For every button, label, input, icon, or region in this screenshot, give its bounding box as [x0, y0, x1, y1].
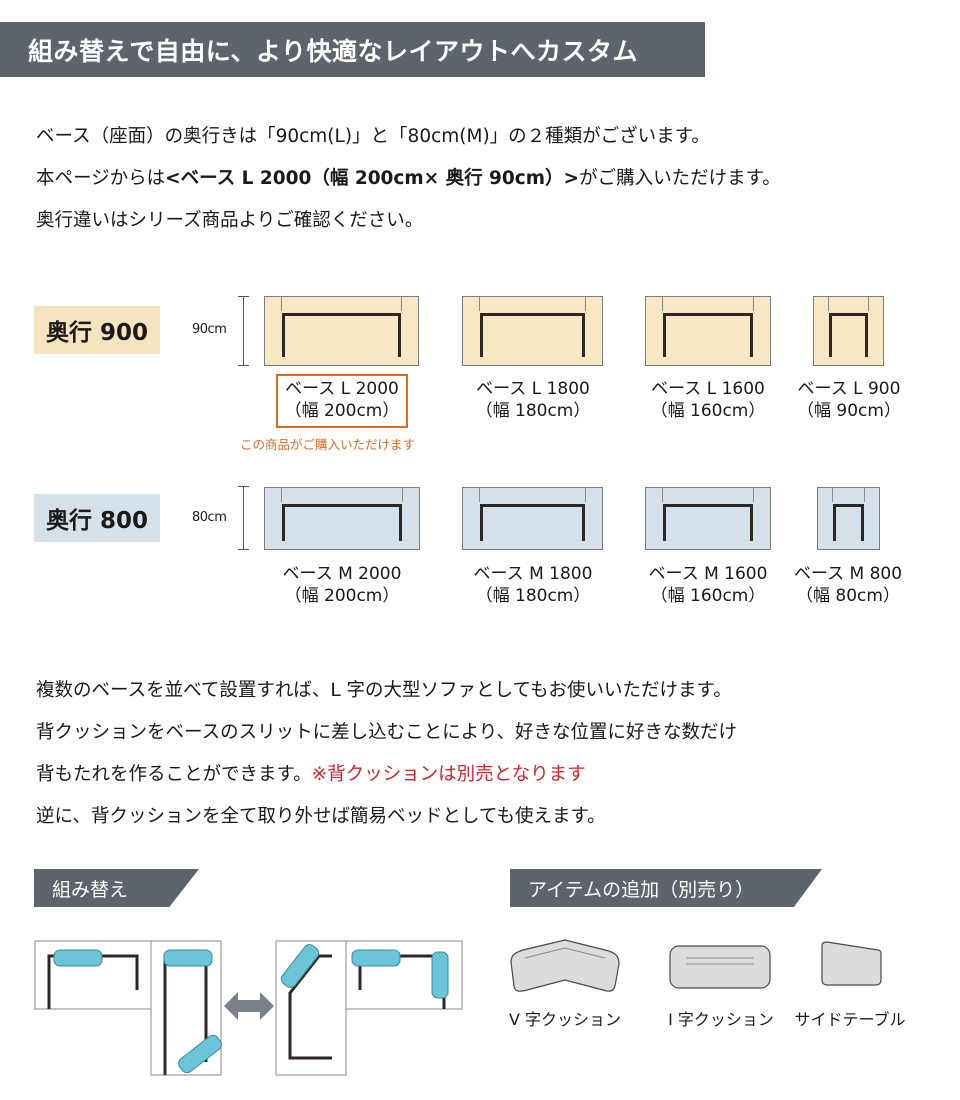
base-m-1800-label: ベース M 1800 （幅 180cm）: [448, 563, 618, 607]
base-width: （幅 200cm）: [284, 401, 400, 421]
v-cushion-icon: [510, 939, 620, 992]
base-m-800-diagram: [817, 487, 880, 550]
base-width: （幅 160cm）: [650, 586, 766, 606]
depth-900-dimension-line: [238, 296, 249, 366]
side-table-label: サイドテーブル: [794, 1010, 906, 1029]
base-name: ベース L 1800: [476, 379, 590, 399]
intro-line-2-post: がご購入いただけます。: [579, 168, 781, 189]
base-width: （幅 180cm）: [475, 401, 591, 421]
depth-900-dimension: 90cm: [192, 322, 227, 337]
base-name: ベース M 800: [793, 564, 903, 584]
base-l-1800-diagram: [462, 296, 603, 366]
body-line-4: 逆に、背クッションを全て取り外せば簡易ベッドとしても使えます。: [36, 806, 606, 827]
base-name: ベース M 1800: [473, 564, 593, 584]
items-section-title: アイテムの追加（別売り）: [510, 869, 822, 907]
base-l-1600-diagram: [645, 296, 771, 366]
base-name: ベース M 1600: [648, 564, 768, 584]
rearrange-illustration: [34, 940, 463, 1076]
base-m-800-label: ベース M 800 （幅 80cm）: [763, 563, 933, 607]
base-l-900-diagram: [813, 296, 884, 366]
purchase-note: この商品がご購入いただけます: [240, 437, 416, 452]
intro-line-1: ベース（座面）の奥行きは「90cm(L)」と「80cm(M)」の２種類がございま…: [36, 126, 710, 147]
intro-text: ベース（座面）の奥行きは「90cm(L)」と「80cm(M)」の２種類がございま…: [36, 116, 936, 242]
base-width: （幅 200cm）: [284, 586, 400, 606]
base-name: ベース L 2000: [285, 379, 399, 399]
v-cushion-label: V 字クッション: [508, 1010, 622, 1029]
base-m-2000-diagram: [264, 487, 420, 550]
base-m-1800-diagram: [462, 487, 603, 550]
back-cushion: [163, 949, 213, 967]
intro-line-3: 奥行違いはシリーズ商品よりご確認ください。: [36, 210, 424, 231]
back-cushion: [53, 949, 103, 967]
depth-800-dimension: 80cm: [192, 510, 227, 525]
base-width: （幅 180cm）: [475, 586, 591, 606]
product-highlight: <ベース L 2000（幅 200cm× 奥行 90cm）>: [165, 168, 580, 189]
base-l-900-label: ベース L 900 （幅 90cm）: [764, 378, 934, 422]
base-l-2000-label: ベース L 2000 （幅 200cm）: [257, 378, 427, 422]
back-cushion: [178, 1034, 222, 1074]
depth-800-badge: 奥行 800: [34, 494, 160, 542]
rearrange-section-title: 組み替え: [34, 869, 199, 907]
base-width: （幅 90cm）: [797, 401, 901, 421]
body-line-3: 背もたれを作ることができます。※背クッションは別売となります: [36, 754, 936, 796]
base-width: （幅 80cm）: [796, 586, 900, 606]
base-m-1600-diagram: [645, 487, 771, 550]
body-line-2: 背クッションをベースのスリットに差し込むことにより、好きな位置に好きな数だけ: [36, 722, 737, 743]
base-name: ベース L 1600: [651, 379, 765, 399]
side-table-icon: [821, 941, 882, 986]
base-m-1600-label: ベース M 1600 （幅 160cm）: [623, 563, 793, 607]
base-l-2000-diagram: [264, 296, 419, 366]
header-bar: 組み替えで自由に、より快適なレイアウトへカスタム: [0, 22, 705, 77]
separate-sale-notice: ※背クッションは別売となります: [311, 764, 586, 785]
intro-line-2-pre: 本ページからは: [36, 168, 166, 189]
depth-800-dimension-line: [238, 486, 249, 550]
back-cushion: [431, 951, 449, 999]
i-cushion-icon: [669, 945, 771, 989]
base-width: （幅 160cm）: [650, 401, 766, 421]
body-line-1: 複数のベースを並べて設置すれば、L 字の大型ソファとしてもお使いいただけます。: [36, 680, 732, 701]
intro-line-2: 本ページからは<ベース L 2000（幅 200cm× 奥行 90cm）>がご購…: [36, 158, 936, 200]
description-text: 複数のベースを並べて設置すれば、L 字の大型ソファとしてもお使いいただけます。 …: [36, 670, 936, 838]
back-cushion: [351, 949, 401, 967]
page-title: 組み替えで自由に、より快適なレイアウトへカスタム: [28, 37, 639, 66]
base-l-1600-label: ベース L 1600 （幅 160cm）: [623, 378, 793, 422]
swap-arrow-icon: [224, 992, 274, 1020]
i-cushion-label: I 字クッション: [668, 1010, 774, 1029]
base-m-2000-label: ベース M 2000 （幅 200cm）: [257, 563, 427, 607]
base-name: ベース M 2000: [282, 564, 402, 584]
selected-product-highlight: [276, 374, 408, 428]
base-name: ベース L 900: [797, 379, 901, 399]
depth-900-badge: 奥行 900: [34, 306, 160, 354]
base-l-1800-label: ベース L 1800 （幅 180cm）: [448, 378, 618, 422]
body-line-3-pre: 背もたれを作ることができます。: [36, 764, 312, 785]
back-cushion: [280, 944, 320, 988]
